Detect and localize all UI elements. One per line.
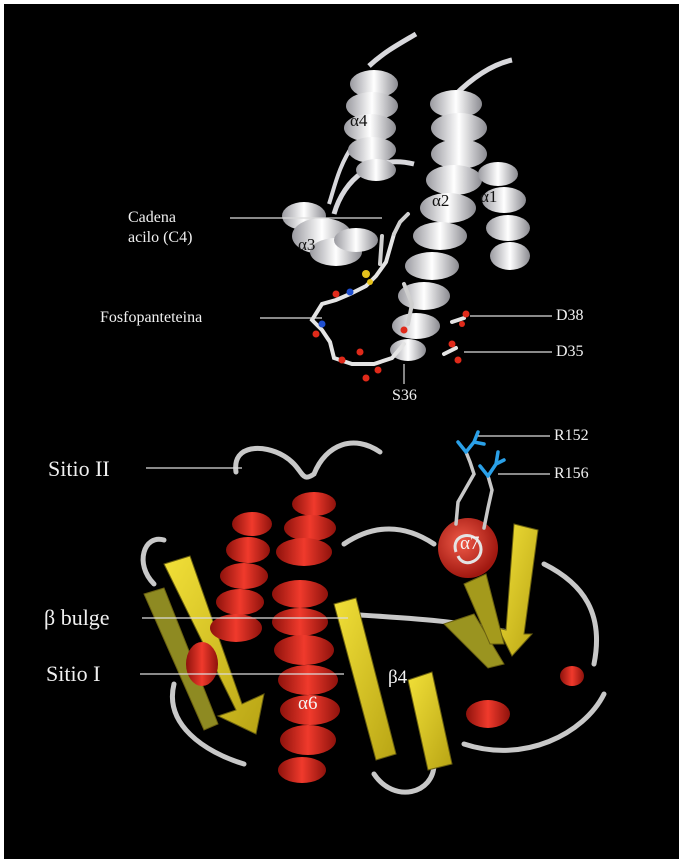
label-phosphopantetheine: Fosfopanteteina [100,310,202,326]
label-s36: S36 [392,388,417,404]
top-acp-ribbon [230,34,552,384]
label-helix-alpha6: α6 [298,694,317,713]
bottom-protein-ribbon [140,432,604,792]
label-r152: R152 [554,428,589,444]
helix-a3 [282,202,378,266]
label-helix-a1: α1 [480,188,497,205]
label-helix-alpha7: α7 [460,534,479,553]
label-helix-a4: α4 [350,112,367,129]
label-beta-bulge: β bulge [44,607,110,629]
helix-a1 [478,162,530,270]
label-strand-beta4: β4 [388,668,407,687]
arginine-side-chains [456,432,504,528]
label-site-ii: Sitio II [48,458,110,480]
label-helix-a2: α2 [432,192,449,209]
label-d38: D38 [556,308,584,324]
label-helix-a3: α3 [298,236,315,253]
helix-a2 [390,90,487,361]
label-d35: D35 [556,344,584,360]
atom-highlights [313,270,470,382]
label-r156: R156 [554,466,589,482]
label-acyl-chain-line1: Cadena [128,210,176,226]
label-acyl-chain-line2: acilo (C4) [128,230,192,246]
protein-structure-figure: α4 α2 α1 α3 Cadena acilo (C4) Fosfopante… [4,4,679,859]
label-site-i: Sitio I [46,663,100,685]
